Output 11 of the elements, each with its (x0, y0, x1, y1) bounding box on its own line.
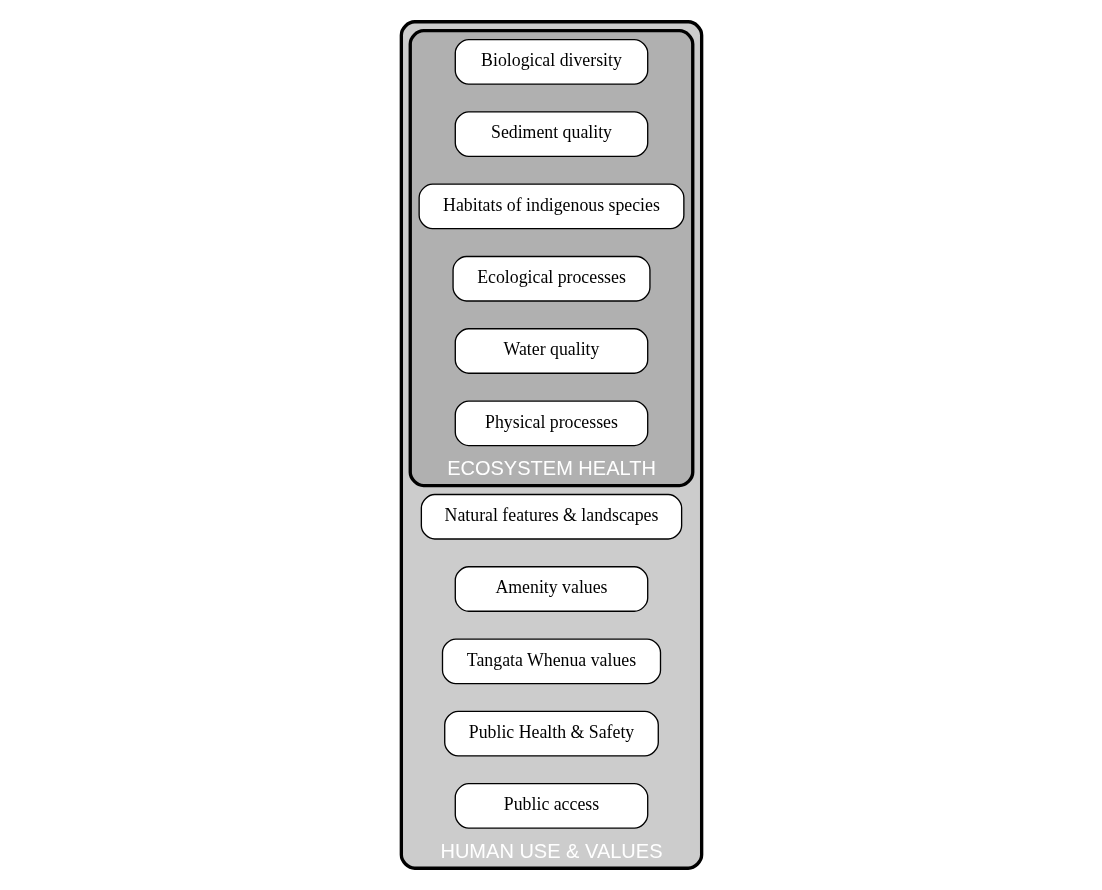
node-box: Natural features & landscapes (420, 493, 682, 540)
node-box: Public Health & Safety (443, 710, 659, 757)
node-box: Ecological processes (451, 255, 651, 302)
node-box: Tangata Whenua values (441, 638, 661, 685)
node-box: Public access (454, 783, 648, 829)
node-box: Habitats of indigenous species (417, 183, 685, 230)
node-box: Physical processes (454, 400, 648, 447)
node-box: Water quality (454, 328, 648, 374)
node-box: Sediment quality (454, 111, 648, 158)
node-box: Amenity values (454, 566, 648, 612)
node-box: Biological diversity (454, 38, 648, 85)
